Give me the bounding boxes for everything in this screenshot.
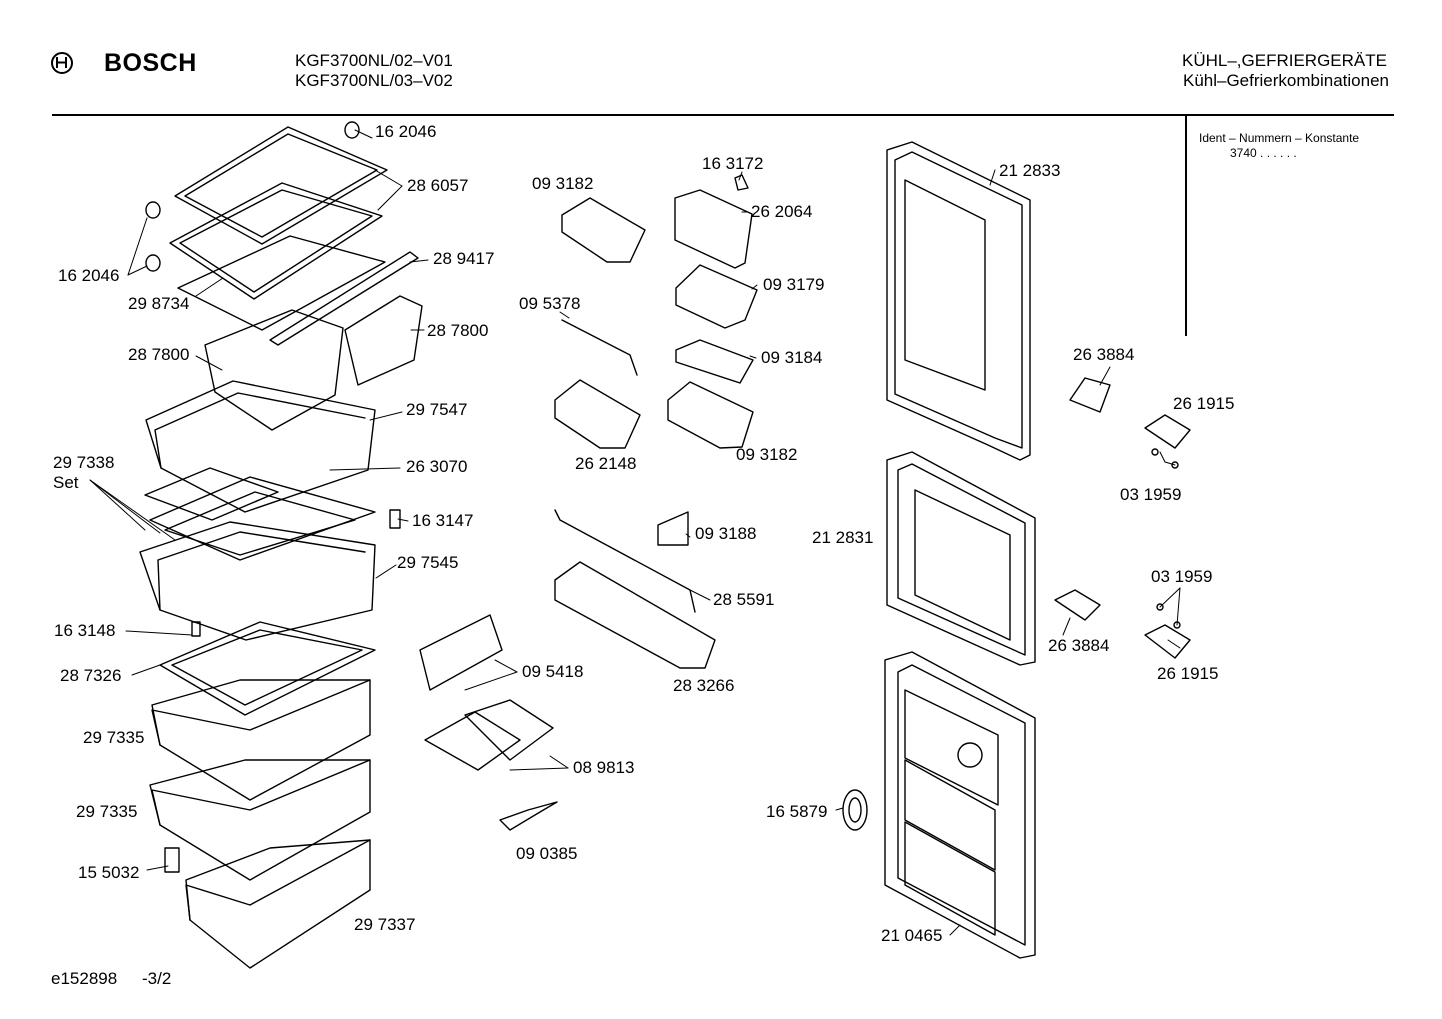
part-label: 03 1959: [1120, 485, 1182, 504]
brand-name: BOSCH: [104, 49, 197, 77]
glass-shelf-286057: [170, 127, 387, 330]
category-title: KÜHL–,GEFRIERGERÄTE: [1182, 51, 1387, 70]
ident-label: Ident – Nummern – Konstante: [1199, 131, 1360, 145]
door-bins-middle: [555, 175, 757, 668]
part-label: 08 9813: [573, 758, 635, 777]
ident-box-border: [1185, 116, 1187, 336]
part-label: 28 5591: [713, 590, 775, 609]
drawing-id: e152898: [51, 969, 118, 988]
part-label: 09 0385: [516, 844, 578, 863]
part-label: 09 3188: [695, 524, 757, 543]
part-label: 28 9417: [433, 249, 495, 268]
part-label: 29 7547: [406, 400, 468, 419]
part-label: 09 3179: [763, 275, 825, 294]
part-label: 29 7545: [397, 553, 459, 572]
frame-287326: [160, 622, 375, 715]
door-210465: [885, 652, 1035, 958]
part-label: 09 3182: [532, 174, 594, 193]
part-label: 21 2833: [999, 161, 1061, 180]
part-label: 16 3147: [412, 511, 474, 530]
part-label: 09 3182: [736, 445, 798, 464]
drawer-297545: [140, 510, 400, 640]
ident-value: 3740 . . . . . .: [1230, 146, 1297, 160]
part-label: 26 3884: [1073, 345, 1135, 364]
shelf-trim-289417: [270, 252, 418, 345]
part-label: 16 3148: [54, 621, 116, 640]
part-label: 03 1959: [1151, 567, 1213, 586]
bosch-logo-icon: [51, 52, 73, 74]
category-subtitle: Kühl–Gefrierkombinationen: [1182, 71, 1389, 90]
header-divider: [52, 114, 1394, 116]
bin-287800: [205, 296, 422, 430]
part-label: 28 6057: [407, 176, 469, 195]
part-label: 26 2148: [575, 454, 637, 473]
part-label: 29 7337: [354, 915, 416, 934]
model-number-2: KGF3700NL/03–V02: [295, 71, 453, 90]
part-label: 16 5879: [766, 802, 828, 821]
part-label: 16 2046: [375, 122, 437, 141]
part-label: 15 5032: [78, 863, 140, 882]
drawer-297547: [146, 381, 375, 512]
end-cap-icons: [146, 122, 359, 271]
part-label: 28 7800: [128, 345, 190, 364]
crisper-297337: [165, 840, 370, 968]
part-label: 16 3172: [702, 154, 764, 173]
crisper-297335: [150, 680, 370, 880]
model-number-1: KGF3700NL/02–V01: [295, 51, 453, 70]
part-label: 26 1915: [1157, 664, 1219, 683]
part-label: 28 7800: [427, 321, 489, 340]
part-label: 29 7335: [76, 802, 138, 821]
part-label: 26 3070: [406, 457, 468, 476]
part-label: 09 5378: [519, 294, 581, 313]
part-label: 21 2831: [812, 528, 874, 547]
part-label: 28 3266: [673, 676, 735, 695]
part-label: 29 7338: [53, 453, 115, 472]
part-label: 26 2064: [751, 202, 813, 221]
part-label: 28 7326: [60, 666, 122, 685]
door-212833: [887, 142, 1030, 460]
ice-trays-089813: [420, 615, 557, 830]
leader-lines: [90, 130, 1180, 935]
grille-set-297338: [145, 468, 375, 560]
part-label: 21 0465: [881, 926, 943, 945]
part-label: 16 2046: [58, 266, 120, 285]
part-label: 29 7335: [83, 728, 145, 747]
part-label: 29 8734: [128, 294, 190, 313]
part-label: 09 3184: [761, 348, 823, 367]
part-label: 26 1915: [1173, 394, 1235, 413]
hinge-parts: [843, 378, 1190, 830]
door-212831: [887, 452, 1035, 665]
part-label: 09 5418: [522, 662, 584, 681]
part-label: 26 3884: [1048, 636, 1110, 655]
page-number: -3/2: [142, 969, 172, 988]
part-label: Set: [53, 473, 79, 492]
